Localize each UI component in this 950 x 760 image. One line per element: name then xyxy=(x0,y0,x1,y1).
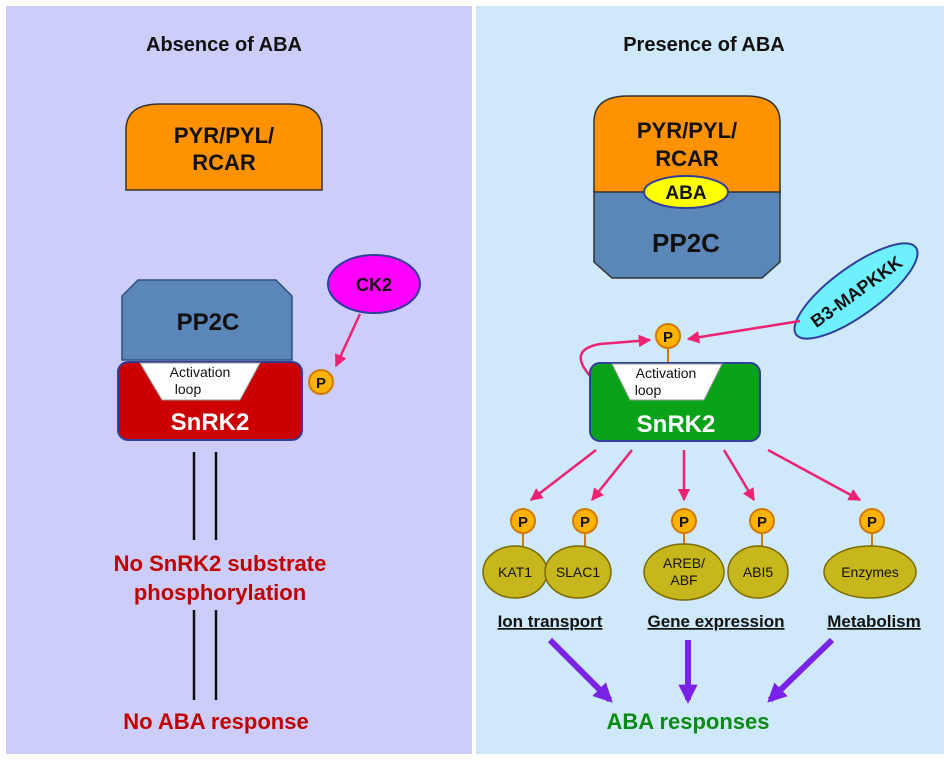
substrate-ellipse xyxy=(643,543,725,601)
substrate-phospho-label: P xyxy=(518,514,528,531)
category-gene-expression: Gene expression xyxy=(647,612,784,631)
substrate-phospho-label: P xyxy=(867,514,877,531)
substrate-ellipse xyxy=(823,545,917,599)
substrate-abi5: P ABI5 xyxy=(727,508,789,599)
right-mapkkk-arrow xyxy=(686,319,801,344)
right-activation-loop-line2: loop xyxy=(635,382,662,398)
category-metabolism: Metabolism xyxy=(827,612,921,631)
left-phospho-label: P xyxy=(316,375,326,392)
left-receptor-label-line1: PYR/PYL/ xyxy=(174,123,274,148)
left-activation-loop-line1: Activation xyxy=(170,364,231,380)
left-receptor-label-line2: RCAR xyxy=(192,150,256,175)
left-outcome-line2: phosphorylation xyxy=(134,580,306,605)
category-ion-transport: Ion transport xyxy=(498,612,603,631)
right-pp2c-label: PP2C xyxy=(652,228,720,258)
right-receptor-label-line2: RCAR xyxy=(655,146,719,171)
response-arrow-ion-transport xyxy=(547,637,613,703)
substrate-phospho-label: P xyxy=(580,514,590,531)
right-activation-loop-shape xyxy=(611,363,723,401)
substrate-label-line2: ABF xyxy=(670,572,697,588)
left-pp2c-box xyxy=(121,279,293,361)
left-outcome-line1: No SnRK2 substrate xyxy=(114,551,327,576)
left-pp2c-label: PP2C xyxy=(177,309,240,336)
substrate-arrow-abi5 xyxy=(722,449,756,502)
substrate-slac1: P SLAC1 xyxy=(544,508,612,599)
right-mapkkk-ellipse xyxy=(793,242,919,340)
right-activation-loop-line1: Activation xyxy=(636,365,697,381)
left-snrk2-label: SnRK2 xyxy=(171,409,250,436)
right-aba-label: ABA xyxy=(665,183,706,204)
left-panel-title: Absence of ABA xyxy=(146,34,302,56)
left-ck2-arrow xyxy=(334,313,362,368)
substrate-arrow-slac1 xyxy=(591,449,633,501)
right-autophospho-arrow xyxy=(579,334,652,379)
left-ck2-label: CK2 xyxy=(356,275,392,295)
substrate-label: Enzymes xyxy=(841,564,899,580)
substrate-ellipse xyxy=(544,545,612,599)
right-top-phospho-label: P xyxy=(663,329,673,346)
right-receptor-label-line1: PYR/PYL/ xyxy=(637,118,737,143)
right-snrk2-label: SnRK2 xyxy=(637,411,716,438)
substrate-label: SLAC1 xyxy=(556,564,601,580)
left-ck2-ellipse xyxy=(327,254,421,314)
substrate-arrow-kat1 xyxy=(530,449,597,501)
right-receptor-dome xyxy=(593,95,781,193)
substrate-ellipse xyxy=(727,545,789,599)
response-arrow-metabolism xyxy=(767,637,835,703)
left-phospho-circle xyxy=(308,369,334,395)
substrate-phospho-label: P xyxy=(757,514,767,531)
substrate-areb-abf: P AREB/ ABF xyxy=(643,508,725,601)
right-aba-ellipse xyxy=(643,175,729,209)
left-activation-loop-shape xyxy=(139,362,261,401)
right-final-outcome: ABA responses xyxy=(606,709,769,734)
substrate-enzymes: P Enzymes xyxy=(823,508,917,599)
substrate-label: KAT1 xyxy=(498,564,532,580)
substrate-label-line1: AREB/ xyxy=(663,555,705,571)
substrate-phospho-label: P xyxy=(679,514,689,531)
right-panel-title: Presence of ABA xyxy=(623,34,785,56)
left-final-outcome: No ABA response xyxy=(123,709,308,734)
left-receptor-dome xyxy=(125,103,323,191)
left-activation-loop-line2: loop xyxy=(175,381,202,397)
substrate-arrow-enzymes xyxy=(767,448,862,502)
substrate-label: ABI5 xyxy=(743,564,774,580)
